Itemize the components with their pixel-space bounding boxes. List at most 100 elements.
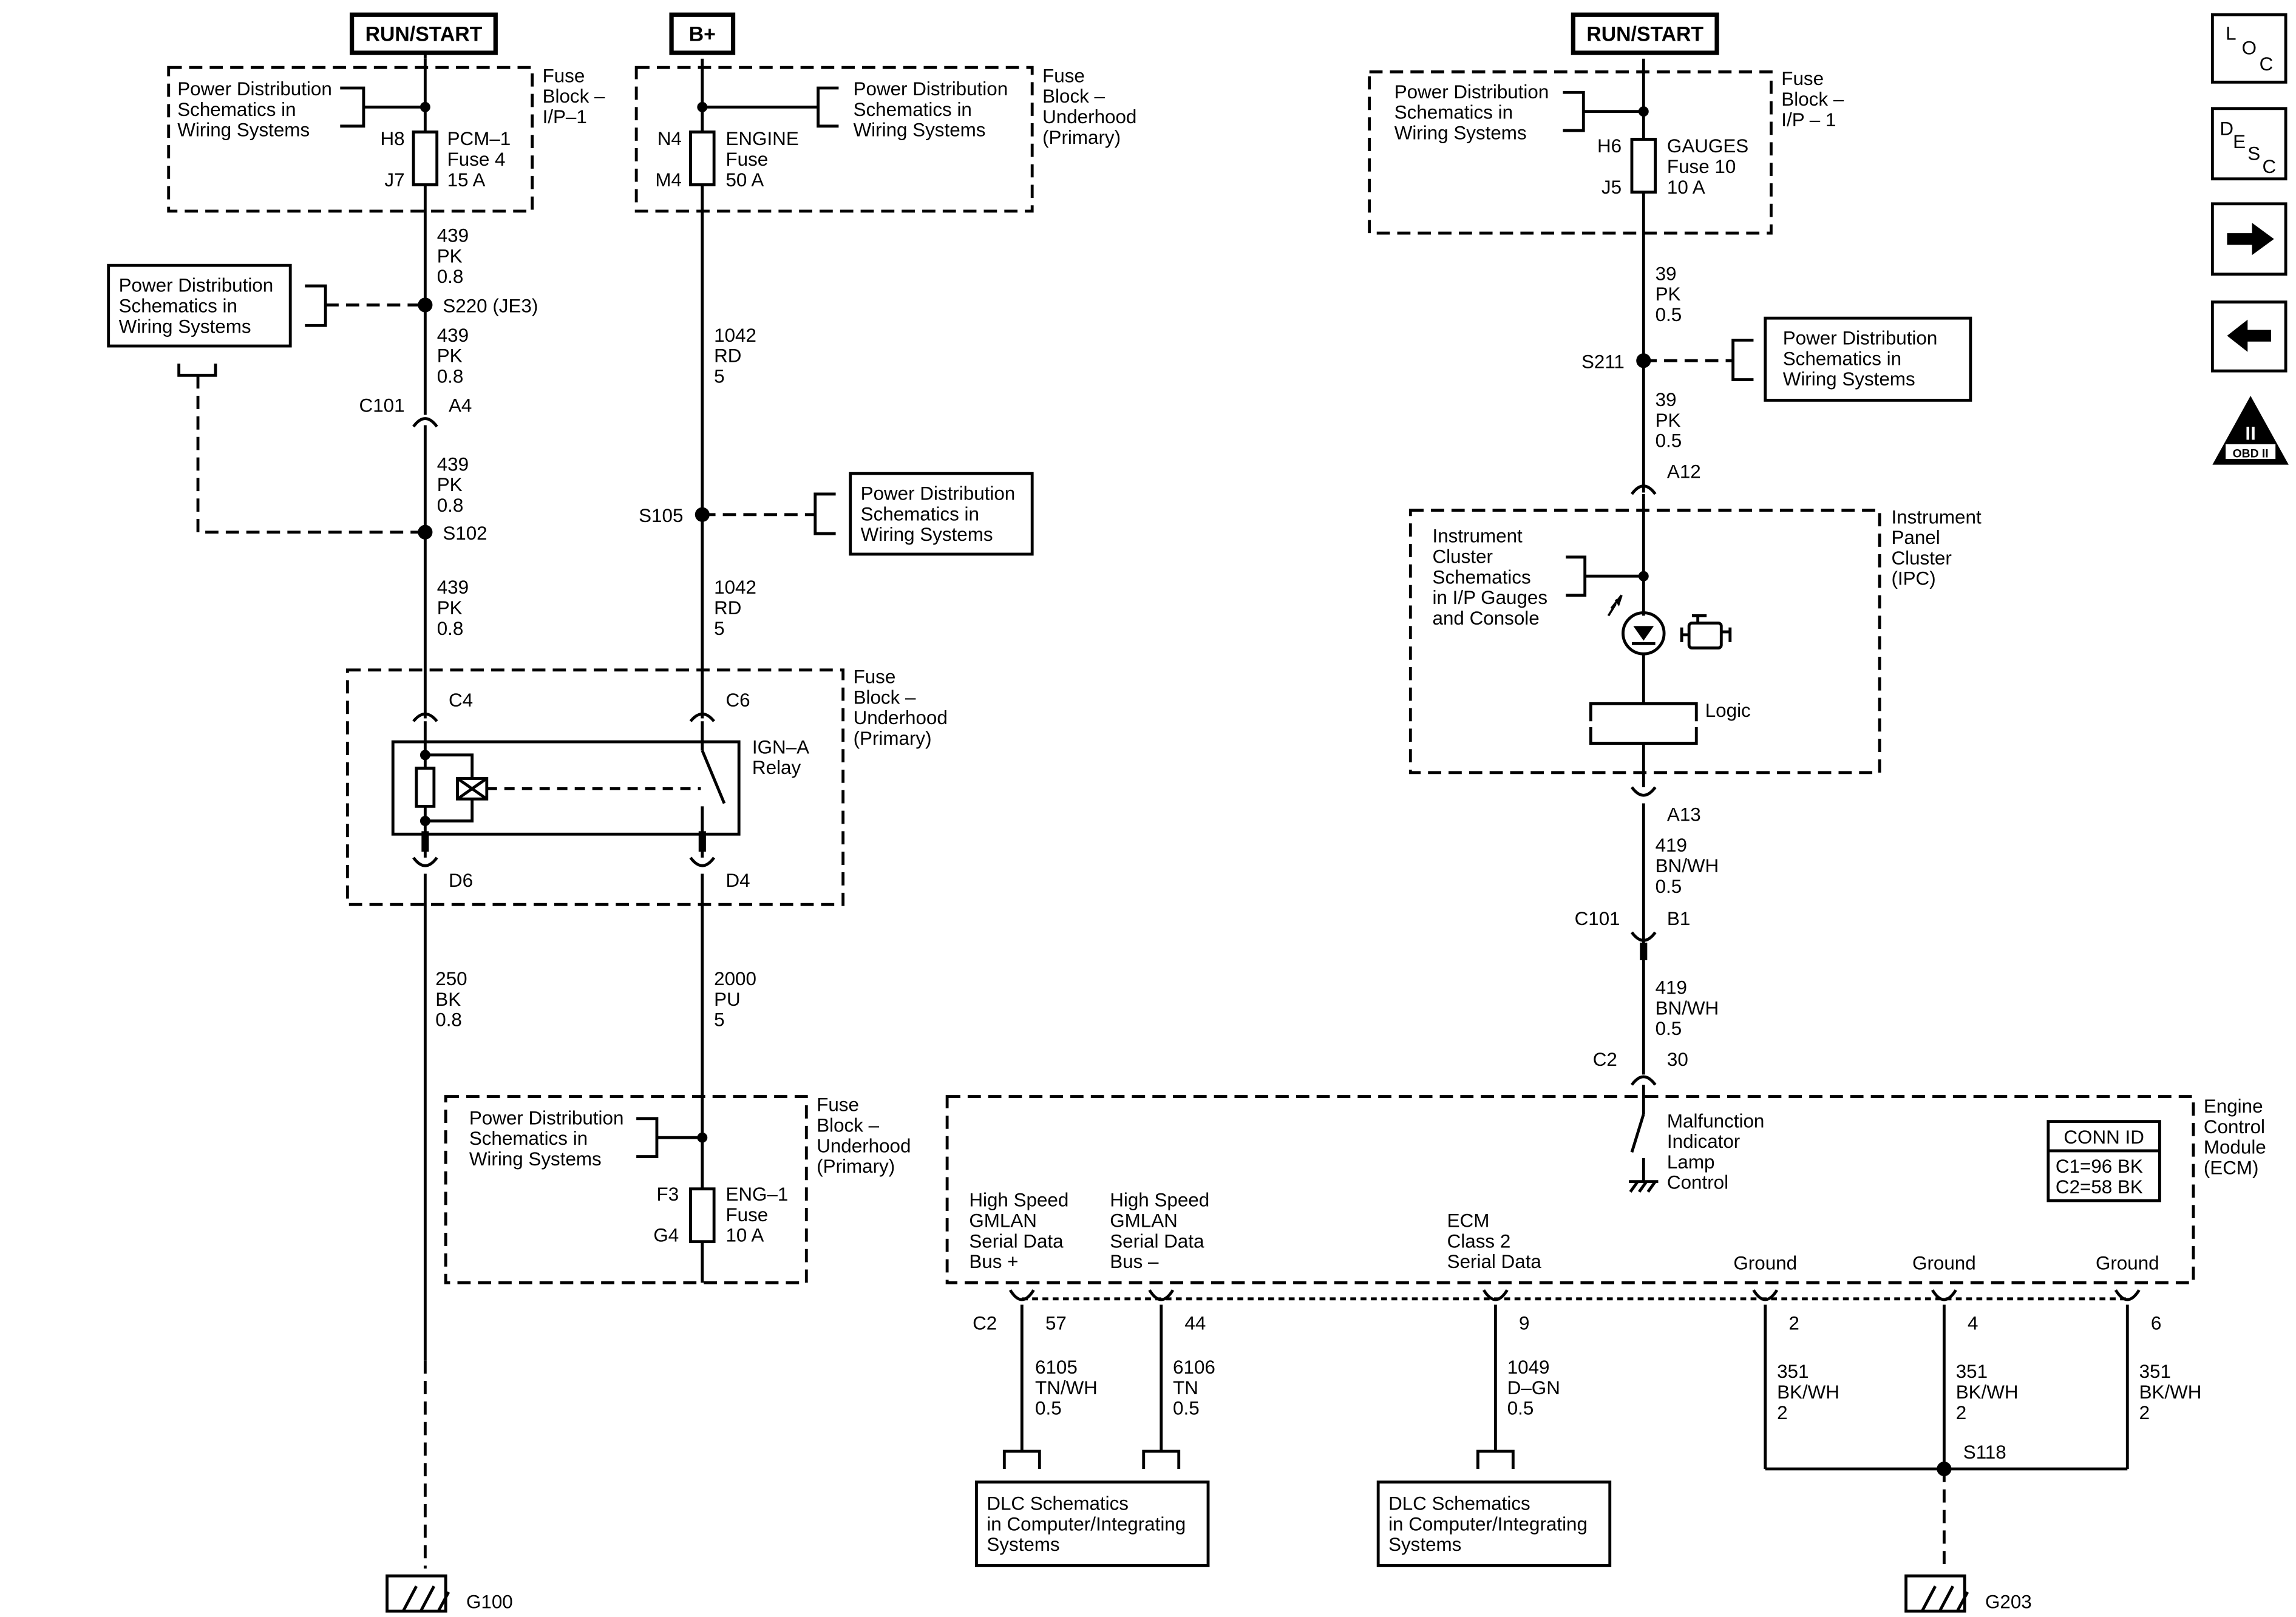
ecm-title-l2: Control (2204, 1116, 2265, 1137)
wire-439-a-size: 0.8 (437, 266, 464, 287)
ecm-title-l1: Engine (2204, 1096, 2263, 1117)
dlc-ref-box-2 (1376, 1480, 1612, 1567)
run-start-left-label: RUN/START (365, 23, 483, 46)
wire-351-c-size: 2 (2139, 1402, 2150, 1423)
wire-1042-b-circuit: 1042 (714, 577, 756, 598)
wire-439-a-circuit: 439 (437, 225, 469, 246)
splice-s211-label: S211 (1581, 351, 1625, 372)
back-button[interactable] (2210, 300, 2288, 373)
fuse-block-underhood-bottom-l4: (Primary) (817, 1156, 895, 1177)
connector-4-label: 4 (1968, 1313, 1978, 1334)
pd-ref-5-l3: Wiring Systems (1394, 123, 1527, 144)
splice-s102-label: S102 (443, 523, 487, 544)
wire-419-a-size: 0.5 (1656, 876, 1682, 897)
ecm-hs-plus-l1: High Speed (969, 1190, 1068, 1211)
conn-id-box (2046, 1120, 2161, 1202)
wire-250-circuit: 250 (435, 968, 467, 989)
fuse-block-ip1-right-l1: Fuse (1781, 68, 1824, 89)
ipc-ref-l5: and Console (1433, 608, 1540, 629)
wire-39-a-circuit: 39 (1656, 263, 1677, 284)
fuse-block-ip1-left-l2: Block – (543, 86, 605, 107)
pd-ref-1-l1: Power Distribution (177, 78, 332, 100)
connector-c6-label: C6 (725, 690, 750, 711)
wire-6105-color: TN/WH (1035, 1377, 1098, 1398)
engine-circuit (634, 58, 1034, 719)
ecm-mil-l1: Malfunction (1667, 1110, 1764, 1131)
ecm-box (945, 1095, 2195, 1284)
connector-a13 (1631, 786, 1657, 797)
fuse-block-underhood-bottom (444, 1095, 808, 1284)
pd-ref-bracket-1 (340, 86, 365, 128)
loc-letter-l: L (2226, 22, 2236, 44)
fuse-engine-in-pin: N4 (657, 128, 682, 149)
pd-ref-2-l3: Wiring Systems (854, 120, 986, 141)
mil-driver-switch (1630, 1113, 1645, 1153)
pd-ref-2-l1: Power Distribution (854, 78, 1008, 100)
ecm-class2-l3: Serial Data (1447, 1251, 1542, 1272)
connector-c101-b1 (1631, 931, 1657, 942)
pd-ref-box-2 (107, 263, 292, 348)
ipc-title-l3: Cluster (1891, 547, 1951, 569)
fuse-engine-rating: 50 A (725, 169, 764, 191)
wire-351-b-size: 2 (1956, 1402, 1966, 1423)
ecm-hs-minus-l1: High Speed (1110, 1190, 1209, 1211)
fuse-engine-fuse: Fuse (725, 149, 768, 170)
wire-250-color: BK (435, 989, 461, 1010)
desc-button[interactable] (2210, 107, 2288, 181)
ground-g100-symbol (385, 1574, 447, 1613)
connector-c2-6 (2114, 1289, 2141, 1301)
connector-c6 (689, 712, 716, 722)
wire-351-c-circuit: 351 (2139, 1361, 2171, 1382)
wire-439-d-circuit: 439 (437, 577, 469, 598)
pd-ref-4-l1: Power Distribution (861, 483, 1016, 504)
fuse-block-ip1-left-l3: I/P–1 (543, 106, 587, 127)
wire-6105-circuit: 6105 (1035, 1357, 1078, 1378)
ipc-ref-l2: Cluster (1433, 546, 1493, 567)
wire-439-c-color: PK (437, 474, 463, 495)
connector-c101-right-label: C101 (1575, 908, 1620, 929)
dlc-ref-2-l2: in Computer/Integrating (1388, 1513, 1588, 1534)
fuse-eng1-fuse: Fuse (725, 1204, 768, 1225)
relay-label-l2: Relay (752, 757, 801, 778)
connector-a4-label: A4 (449, 395, 472, 416)
ecm-hs-plus-l2: GMLAN (969, 1210, 1037, 1232)
ign-a-relay-block (345, 668, 845, 906)
loc-button[interactable] (2210, 13, 2288, 84)
conn-id-c2: C2=58 BK (2056, 1176, 2143, 1198)
connector-44-label: 44 (1184, 1313, 1206, 1334)
connector-c4-label: C4 (449, 690, 473, 711)
fuse-block-underhood-bottom-l1: Fuse (817, 1094, 859, 1116)
ecm-title-l3: Module (2204, 1137, 2266, 1158)
connector-c2-bottom-label: C2 (973, 1313, 997, 1334)
arrow-right-icon (2227, 223, 2274, 256)
wire-419-a-circuit: 419 (1656, 835, 1687, 856)
fuse-block-ip1-right-l2: Block – (1781, 89, 1844, 110)
splice-s102 (418, 524, 433, 540)
fuse-eng1 (689, 1187, 716, 1244)
fuse-engine-out-pin: M4 (655, 169, 682, 191)
fuse-block-underhood-top-l1: Fuse (1042, 65, 1085, 86)
ecm-module (945, 1095, 2195, 1613)
wire-1042-a-circuit: 1042 (714, 325, 756, 346)
pd-ref-4-l2: Schematics in (861, 503, 979, 524)
wire-439-c-size: 0.8 (437, 495, 464, 516)
wire-439-a-color: PK (437, 245, 463, 266)
wire-351-c-color: BK/WH (2139, 1381, 2202, 1403)
wire-2000-size: 5 (714, 1009, 724, 1031)
relay-switch (701, 750, 726, 804)
wire-419-b-circuit: 419 (1656, 977, 1687, 998)
desc-letter-e: E (2233, 131, 2246, 152)
fuse-block-ip1-right-l3: I/P – 1 (1781, 109, 1836, 131)
connector-57-label: 57 (1045, 1313, 1067, 1334)
fuse-gauges-out-pin: J5 (1601, 177, 1622, 198)
connector-c2-9 (1482, 1289, 1509, 1301)
next-button[interactable] (2210, 202, 2288, 276)
fuse-block-underhood-relay-l1: Fuse (854, 666, 896, 688)
connector-c2-57 (1008, 1289, 1035, 1301)
wire-1049-circuit: 1049 (1507, 1357, 1550, 1378)
ipc-title-l2: Panel (1891, 527, 1940, 548)
connector-c2-right-label: C2 (1593, 1049, 1617, 1070)
ipc-circuit (1368, 58, 1972, 1193)
source-box-b-plus (669, 12, 736, 55)
